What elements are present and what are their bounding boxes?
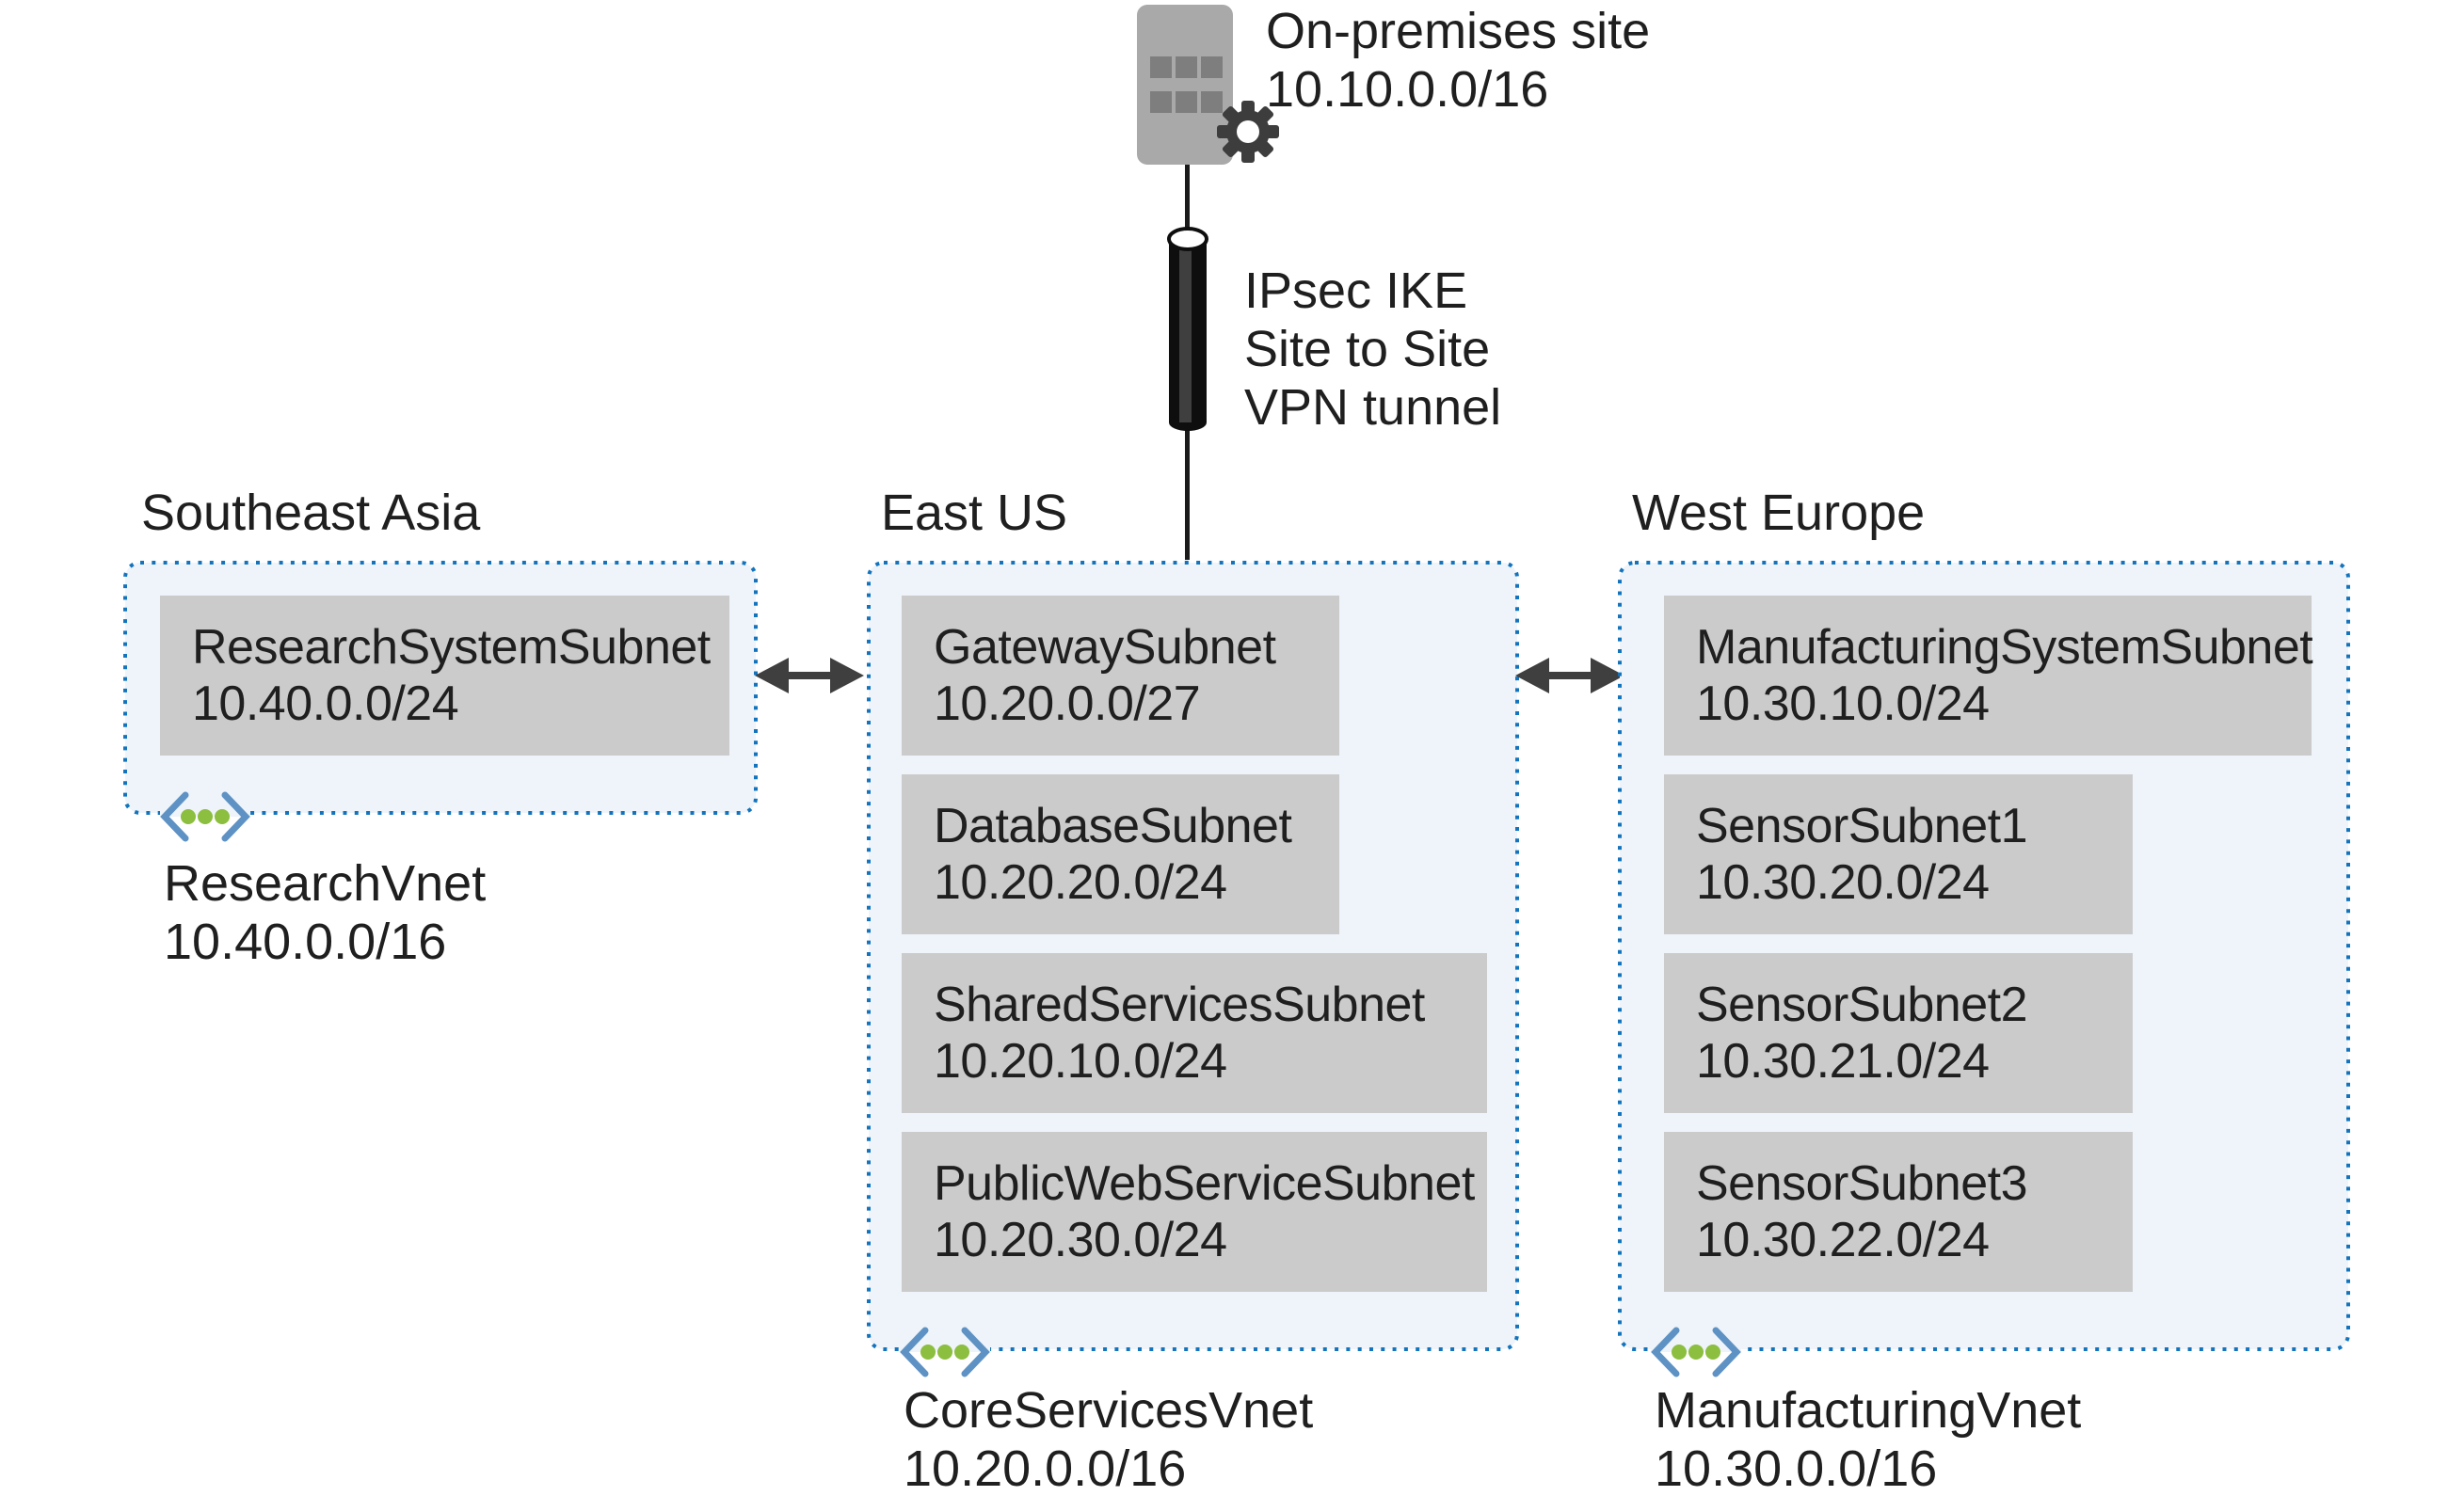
subnet-name: ResearchSystemSubnet [192, 620, 711, 675]
subnet-tile-researchsystem: ResearchSystemSubnet 10.40.0.0/24 [160, 596, 729, 756]
peering-arrow-icon [1515, 658, 1624, 693]
subnet-tile-sharedservices: SharedServicesSubnet 10.20.10.0/24 [902, 953, 1487, 1113]
vpn-tunnel-label-line3: VPN tunnel [1244, 379, 1502, 436]
on-premises-cidr: 10.10.0.0/16 [1266, 61, 1549, 118]
subnet-cidr: 10.30.21.0/24 [1696, 1034, 1990, 1089]
vpn-tunnel-label: IPsec IKE Site to Site VPN tunnel [1244, 262, 1501, 437]
subnet-tile-gateway: GatewaySubnet 10.20.0.0/27 [902, 596, 1339, 756]
subnet-name: SensorSubnet1 [1696, 799, 2028, 853]
region-label-southeast-asia: Southeast Asia [141, 485, 481, 541]
subnet-cidr: 10.40.0.0/24 [192, 676, 459, 731]
region-label-west-europe: West Europe [1632, 485, 1926, 541]
vnet-brackets-dots-icon [160, 791, 250, 842]
subnet-name: GatewaySubnet [934, 620, 1276, 675]
vnet-cidr: 10.20.0.0/16 [904, 1440, 1187, 1496]
subnet-name: PublicWebServiceSubnet [934, 1156, 1475, 1211]
vnet-cidr: 10.30.0.0/16 [1655, 1440, 1938, 1496]
subnet-tile-sensor2: SensorSubnet2 10.30.21.0/24 [1664, 953, 2133, 1113]
region-label-east-us: East US [881, 485, 1068, 541]
subnet-tile-sensor3: SensorSubnet3 10.30.22.0/24 [1664, 1132, 2133, 1292]
vnet-brackets-dots-icon [900, 1327, 990, 1377]
subnet-tile-manufacturingsystem: ManufacturingSystemSubnet 10.30.10.0/24 [1664, 596, 2313, 756]
vnet-name: CoreServicesVnet [904, 1382, 1314, 1439]
subnet-name: SensorSubnet3 [1696, 1156, 2028, 1211]
subnet-tile-sensor1: SensorSubnet1 10.30.20.0/24 [1664, 774, 2133, 934]
vpn-tunnel-icon [1167, 227, 1208, 431]
subnet-cidr: 10.30.20.0/24 [1696, 855, 1990, 910]
vnet-icon-coreservices [900, 1326, 990, 1378]
subnet-tile-publicwebservice: PublicWebServiceSubnet 10.20.30.0/24 [902, 1132, 1487, 1292]
subnet-name: SharedServicesSubnet [934, 978, 1425, 1032]
subnet-cidr: 10.30.22.0/24 [1696, 1213, 1990, 1267]
peering-arrow-icon [755, 658, 864, 693]
vnet-caption-coreservices: CoreServicesVnet 10.20.0.0/16 [904, 1381, 1313, 1496]
vpn-tunnel-label-line2: Site to Site [1244, 321, 1491, 377]
subnet-cidr: 10.20.20.0/24 [934, 855, 1227, 910]
vnet-caption-manufacturing: ManufacturingVnet 10.30.0.0/16 [1655, 1381, 2081, 1496]
subnet-cidr: 10.20.0.0/27 [934, 676, 1201, 731]
vnet-caption-research: ResearchVnet 10.40.0.0/16 [164, 854, 486, 971]
vnet-name: ManufacturingVnet [1655, 1382, 2082, 1439]
vpn-tunnel-label-line1: IPsec IKE [1244, 263, 1468, 319]
vnet-icon-manufacturing [1651, 1326, 1741, 1378]
subnet-name: SensorSubnet2 [1696, 978, 2028, 1032]
subnet-name: DatabaseSubnet [934, 799, 1292, 853]
on-premises-name: On-premises site [1266, 3, 1651, 59]
subnet-tile-database: DatabaseSubnet 10.20.20.0/24 [902, 774, 1339, 934]
subnet-cidr: 10.20.10.0/24 [934, 1034, 1227, 1089]
subnet-name: ManufacturingSystemSubnet [1696, 620, 2313, 675]
vnet-icon-research [160, 790, 250, 843]
vnet-brackets-dots-icon [1651, 1327, 1741, 1377]
subnet-cidr: 10.30.10.0/24 [1696, 676, 1990, 731]
subnet-cidr: 10.20.30.0/24 [934, 1213, 1227, 1267]
building-icon [1137, 5, 1233, 165]
vnet-name: ResearchVnet [164, 855, 487, 912]
vnet-cidr: 10.40.0.0/16 [164, 914, 447, 970]
gear-icon [1217, 101, 1279, 163]
on-premises-label: On-premises site 10.10.0.0/16 [1266, 2, 1650, 119]
